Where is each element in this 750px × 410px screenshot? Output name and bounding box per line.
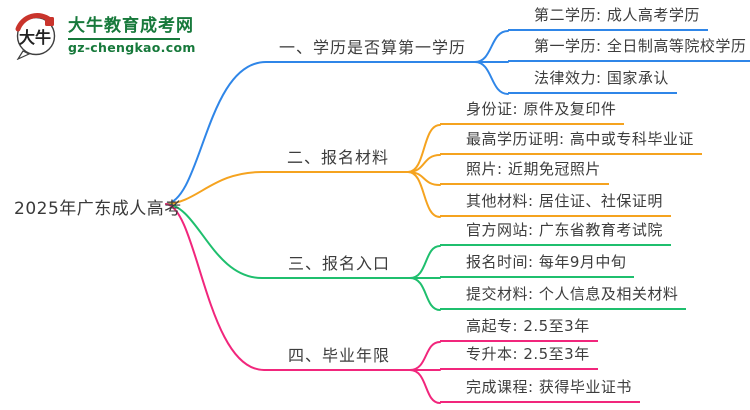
logo-domain: gz-chengkao.com: [68, 39, 196, 55]
branch-4-label: 四、毕业年限: [287, 346, 390, 365]
branch-4-child-node: 高起专: 2.5至3年: [440, 314, 598, 342]
branch-1-child-node: 第二学历: 成人高考学历: [508, 3, 708, 31]
branch-2-child-node: 其他材料: 居住证、社保证明: [440, 189, 671, 217]
branch-1-child-node: 法律效力: 国家承认: [508, 66, 677, 94]
branch-2-child-node: 最高学历证明: 高中或专科毕业证: [440, 127, 702, 155]
branch-1-label: 一、学历是否算第一学历: [278, 38, 466, 57]
branch-2-child-line-4: [407, 171, 441, 218]
branch-4-child-line-3: [409, 369, 441, 404]
branch-4-main-line: [165, 203, 411, 371]
branch-1-main-line: [165, 61, 476, 205]
root-node: 2025年广东成人高考: [14, 199, 182, 219]
branch-3-child-node: 官方网站: 广东省教育考试院: [440, 218, 671, 246]
branch-4-child-node: 完成课程: 获得毕业证书: [440, 375, 640, 403]
branch-1-child-line-3: [474, 61, 509, 95]
branch-3-child-node: 提交材料: 个人信息及相关材料: [440, 282, 687, 310]
branch-4-child-node: 专升本: 2.5至3年: [440, 342, 598, 370]
branch-3-main-line: [165, 203, 411, 279]
branch-3-label: 三、报名入口: [287, 254, 390, 273]
branch-2-main-line: [165, 171, 409, 205]
logo-icon-text: 大牛: [19, 28, 51, 47]
branch-3-child-line-3: [409, 277, 441, 311]
branch-3-child-line-1: [409, 245, 441, 279]
logo-title: 大牛教育成考网: [68, 15, 194, 36]
logo-divider: [68, 37, 180, 40]
branch-2-label: 二、报名材料: [286, 148, 389, 167]
branch-1-child-line-1: [474, 30, 509, 63]
branch-3-child-node: 报名时间: 每年9月中旬: [440, 250, 635, 278]
logo[interactable]: 大牛 大牛教育成考网 gz-chengkao.com: [12, 10, 196, 60]
branch-2-child-node: 身份证: 原件及复印件: [440, 97, 625, 125]
branch-4-child-line-1: [409, 341, 441, 371]
branch-1-child-node: 第一学历: 全日制高等院校学历: [508, 34, 750, 62]
logo-bull-icon: 大牛: [15, 13, 56, 60]
branch-2-child-node: 照片: 近期免冠照片: [440, 157, 609, 185]
